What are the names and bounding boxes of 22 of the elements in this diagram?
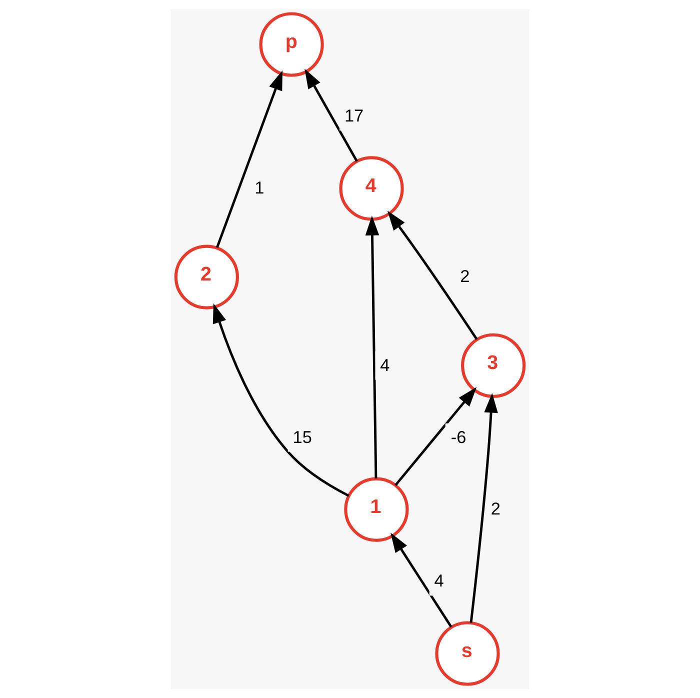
- edge-label: 4: [380, 354, 390, 375]
- edge-label: 1: [254, 178, 264, 198]
- node-circle: 4: [339, 156, 404, 221]
- node-circle: 2: [174, 244, 239, 310]
- edge-label: 15: [292, 426, 312, 447]
- arrow: [387, 210, 478, 340]
- arrow: [365, 216, 380, 478]
- edge-label: 4: [434, 570, 444, 591]
- arrow: [470, 393, 498, 623]
- node-circle: s: [435, 621, 500, 686]
- edge-label: 2: [490, 498, 500, 519]
- arrow: [390, 532, 452, 628]
- edge-label: 17: [344, 106, 364, 126]
- node-circle: 1: [344, 477, 409, 542]
- arrow: [304, 68, 358, 162]
- arrow: [216, 70, 282, 248]
- edge-label: 2: [460, 266, 470, 286]
- edge-label: -6: [450, 426, 466, 447]
- arrow: [212, 303, 350, 497]
- node-circle: 3: [461, 333, 526, 398]
- arrow: [394, 387, 477, 486]
- node-circle: p: [259, 12, 324, 77]
